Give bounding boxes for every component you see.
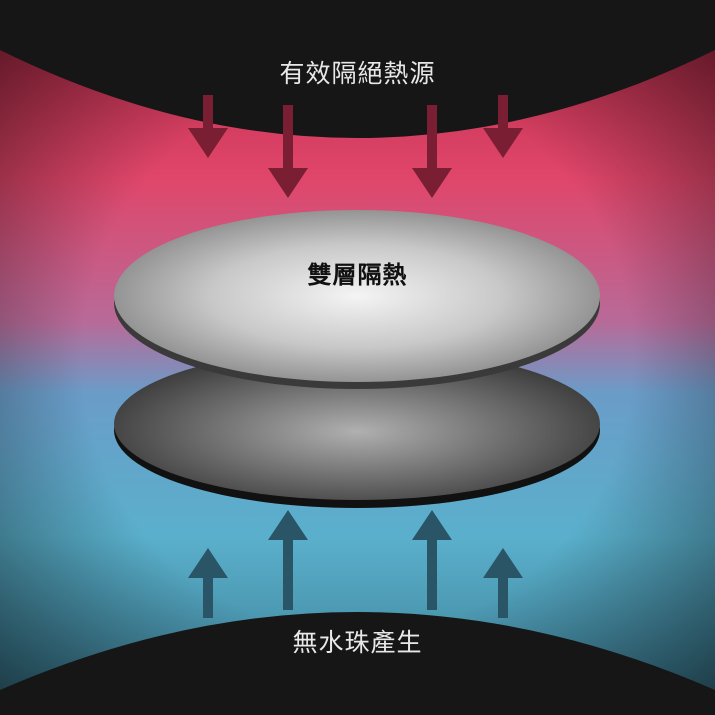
up-arrow-icon bbox=[483, 548, 523, 618]
up-arrow-icon bbox=[412, 510, 452, 610]
no-condensation-label: 無水珠產生 bbox=[292, 628, 423, 657]
upper-metal-disc bbox=[114, 210, 600, 382]
double-insulation-label: 雙層隔熱 bbox=[307, 261, 408, 289]
up-arrow-icon bbox=[268, 510, 308, 610]
heat-source-label: 有效隔絕熱源 bbox=[279, 59, 436, 88]
down-arrow-icon bbox=[412, 105, 452, 198]
heat-source-top bbox=[0, 0, 715, 138]
down-arrow-icon bbox=[188, 95, 228, 158]
base-bottom bbox=[0, 612, 715, 715]
down-arrow-icon bbox=[268, 105, 308, 198]
down-arrow-icon bbox=[483, 95, 523, 158]
up-arrows bbox=[188, 510, 523, 618]
down-arrows bbox=[188, 95, 523, 198]
up-arrow-icon bbox=[188, 548, 228, 618]
lower-metal-disc bbox=[114, 348, 600, 500]
